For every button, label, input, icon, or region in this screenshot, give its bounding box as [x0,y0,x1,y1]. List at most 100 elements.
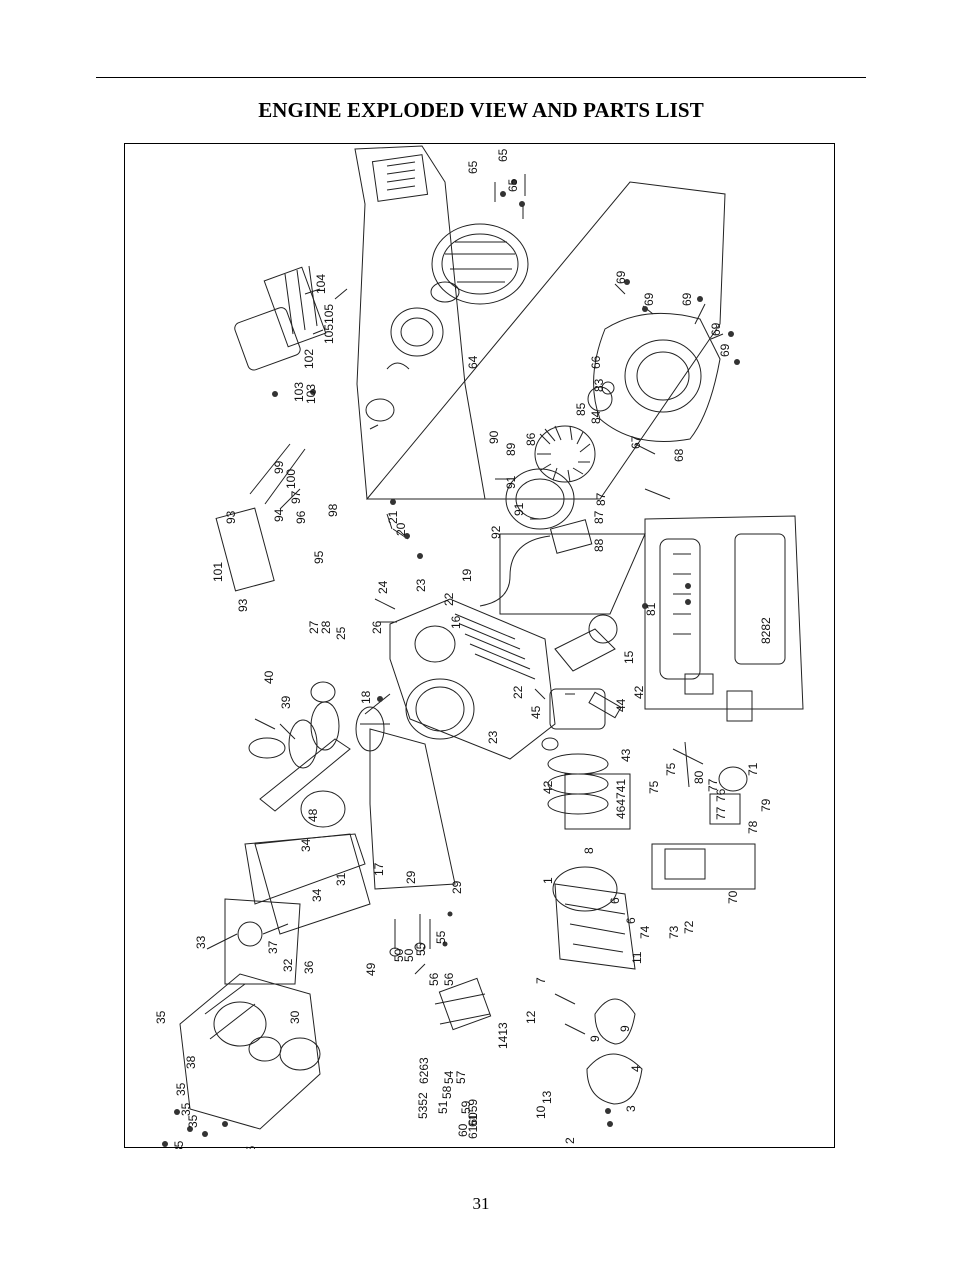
part-number-label: 37 [266,940,280,954]
part-number-label: 96 [294,510,308,524]
part-number-label: 66 [589,355,603,369]
part-number-label: 99 [272,460,286,474]
part-number-label: 18 [359,690,373,704]
part-number-label: 94 [272,508,286,522]
part-number-label: 87 [592,510,606,524]
part-number-label: 75 [647,780,661,794]
piston-rings-group-outline [564,773,631,830]
part-number-label: 61 [466,1113,480,1127]
part-number-label: 59 [459,1100,473,1114]
part-number-label: 91 [512,502,526,516]
part-number-label: 75 [664,762,678,776]
part-number-label: 71 [746,762,760,776]
part-number-label: 44 [614,698,628,712]
part-number-label: 16 [449,615,463,629]
part-number-label: 2 [563,1137,577,1144]
part-number-label: 102 [302,349,316,369]
part-number-label: 4 [629,1065,643,1072]
part-number-label: 50 [402,948,416,962]
page-number: 31 [472,1194,490,1213]
part-number-label: 6 [624,917,638,924]
part-number-label: 13 [540,1090,554,1104]
part-number-label: 8 [582,847,596,854]
part-number-label: 69 [614,270,628,284]
part-number-label: 25 [334,626,348,640]
part-number-label: 55 [414,942,428,956]
part-number-label: 79 [759,798,773,812]
part-number-label: 32 [281,958,295,972]
part-number-label: 91 [504,475,518,489]
part-number-label: 35 [174,1082,188,1096]
part-number-label: 54 [442,1070,456,1084]
part-number-label: 39 [279,695,293,709]
part-number-label: 35 [154,1010,168,1024]
part-number-label: 11 [630,951,644,964]
ignition-group-outline [499,533,646,615]
part-number-label: 69 [709,322,723,336]
part-number-label: 87 [594,492,608,506]
part-number-label: 103 [304,384,318,404]
engine-exploded-diagram: 6565656410410510510210310369696969696685… [154,145,804,1149]
part-number-label: 48 [306,808,320,822]
part-number-label: 49 [364,962,378,976]
part-number-label: 29 [404,870,418,884]
part-number-label: 73 [667,925,681,939]
part-number-label: 95 [312,550,326,564]
part-number-label: 76 [714,788,728,802]
part-number-label: 22 [442,592,456,606]
part-number-label: 3 [624,1105,638,1112]
part-number-label: 65 [506,178,520,192]
part-number-label: 24 [376,580,390,594]
part-number-label: 27 [307,620,321,634]
part-number-label: 80 [692,770,706,784]
air-filter-group-outline [644,515,804,710]
part-number-label: 8282 [759,617,773,644]
carburetor-group-outline [651,843,756,890]
part-number-label: 34 [299,838,313,852]
part-number-label: 9 [588,1035,602,1042]
part-number-label: 38 [184,1055,198,1069]
part-number-label: 60 [456,1123,470,1137]
part-number-label: 58 [440,1085,454,1099]
part-number-label: 100 [284,469,298,489]
part-number-label: 77 [714,806,728,820]
part-number-label: 33 [194,935,208,949]
recoil-starter-group-outline [354,145,486,500]
part-number-label: 83 [592,378,606,392]
part-number-label: 36 [302,960,316,974]
part-number-label: 90 [487,430,501,444]
part-number-label: 85 [574,402,588,416]
part-number-label: 19 [460,568,474,582]
part-number-label: 1 [541,877,555,884]
part-number-label: 56 [442,972,456,986]
page-title: ENGINE EXPLODED VIEW AND PARTS LIST [258,98,704,122]
part-number-label: 69 [642,292,656,306]
part-number-label: 56 [427,972,441,986]
part-number-label: 28 [319,620,333,634]
part-number-label: 35 [172,1140,186,1149]
part-number-label: 31 [334,872,348,886]
part-number-label: 88 [592,538,606,552]
part-number-label: 55 [434,930,448,944]
part-number-label: 22 [511,685,525,699]
part-number-label: 23 [414,578,428,592]
part-number-label: 17 [372,862,386,876]
part-number-label: 69 [718,343,732,357]
part-number-label: 12 [524,1010,538,1024]
part-number-label: 15 [622,650,636,664]
part-number-label: 9 [618,1025,632,1032]
part-number-label: 93 [236,598,250,612]
part-number-label: 74 [638,925,652,939]
part-number-label: 42 [632,685,646,699]
crankshaft-group-outline [369,728,456,890]
part-number-label: 97 [289,490,303,504]
fan-housing-group-outline [365,181,726,500]
part-number-label: 86 [524,432,538,446]
part-number-label: 616059 [466,1099,480,1139]
part-number-label: 105105 [322,304,336,344]
part-number-label: 5352 [416,1092,430,1119]
header-rule [96,77,866,78]
part-number-label: 81 [644,602,658,616]
